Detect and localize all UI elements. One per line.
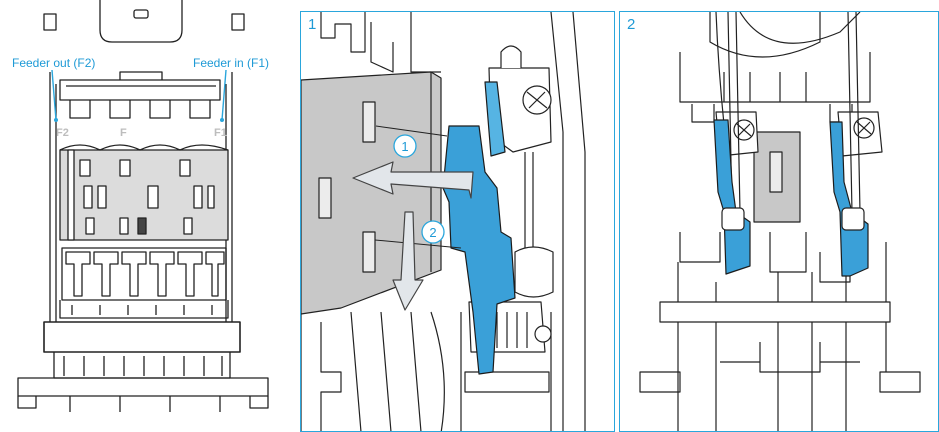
blue-part-left: [713, 119, 751, 275]
blue-part-right: [829, 121, 869, 277]
svg-text:2: 2: [429, 225, 436, 240]
slot-mark-f2: F2: [56, 127, 69, 139]
step-marker-1: 1: [393, 134, 417, 158]
feeder-out-pointer-dot: [54, 118, 58, 122]
panel-number-2: 2: [627, 16, 636, 33]
step-panel-2: 2: [619, 11, 939, 432]
overview-panel: Feeder out (F2) Feeder in (F1): [0, 0, 282, 432]
step-marker-2: 2: [421, 220, 445, 244]
svg-text:1: 1: [401, 139, 408, 154]
feeder-out-label: Feeder out (F2): [12, 56, 96, 70]
slot-mark-f1: F1: [214, 127, 227, 139]
installation-result-drawing: [639, 12, 921, 431]
feeder-in-label: Feeder in (F1): [193, 56, 270, 70]
slot-mark-f: F: [120, 127, 127, 139]
step-panel-1: 1: [300, 11, 615, 432]
feeder-in-pointer-dot: [220, 118, 224, 122]
arrow-push-down: [392, 211, 424, 311]
arrow-slide-left: [352, 161, 474, 199]
installation-step-1-drawing: 1 2: [301, 12, 586, 431]
panel-number-1: 1: [308, 16, 317, 33]
switch-base-drawing: F2 F F1: [17, 0, 269, 412]
